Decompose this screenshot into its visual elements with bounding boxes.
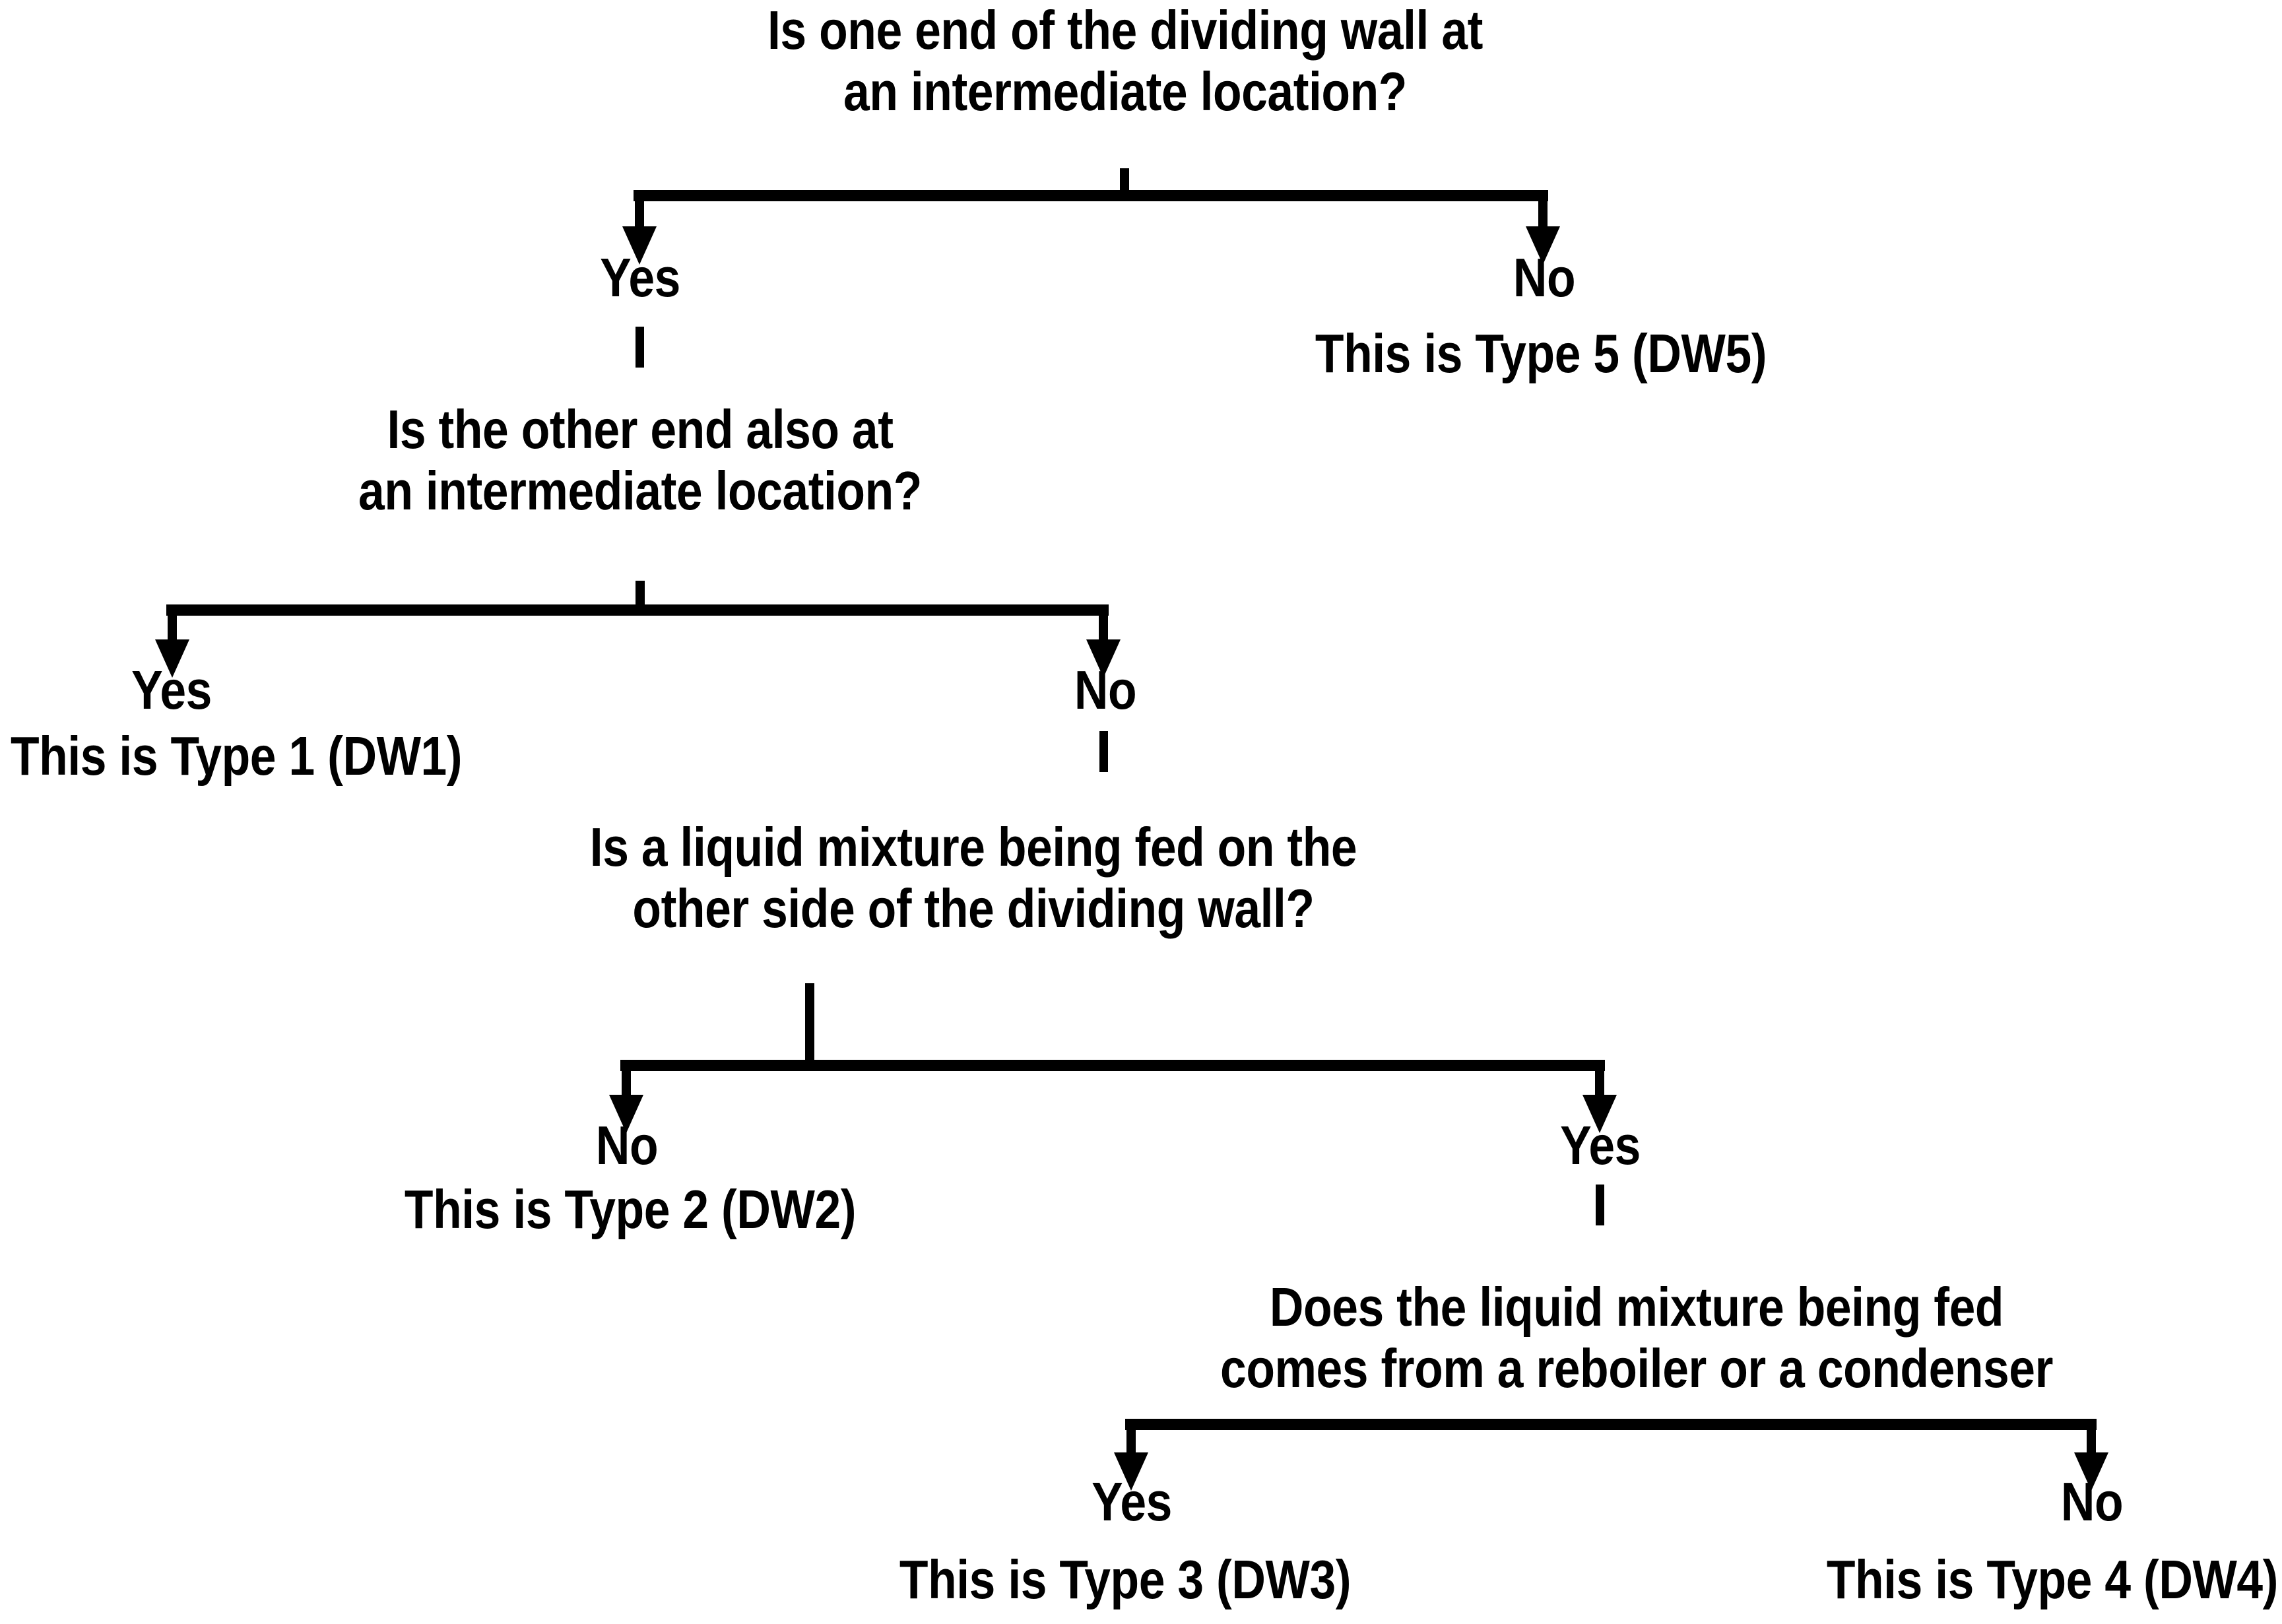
connector-q1-bar — [634, 190, 1548, 201]
connector-q1-yes-stub — [636, 327, 644, 368]
connector-q2-stem — [636, 581, 645, 608]
outcome-dw2: This is Type 2 (DW2) — [404, 1179, 857, 1240]
branch-label-q2-no: No — [1074, 659, 1137, 721]
connector-q3-leg-yes — [1595, 1060, 1604, 1099]
arrowhead-q3-yes — [1582, 1095, 1617, 1133]
arrowhead-q1-yes — [622, 226, 657, 265]
outcome-dw4: This is Type 4 (DW4) — [1826, 1549, 2279, 1610]
connector-q3-bar — [620, 1060, 1605, 1071]
question-3-line-2: other side of the dividing wall? — [632, 877, 1315, 939]
arrowhead-q4-yes — [1114, 1452, 1148, 1491]
branch-label-q4-yes: Yes — [1092, 1471, 1172, 1532]
connector-q1-leg-no — [1538, 190, 1548, 231]
branch-label-q4-no: No — [2060, 1471, 2124, 1532]
outcome-dw3: This is Type 3 (DW3) — [899, 1549, 1352, 1610]
question-1-line-1: Is one end of the dividing wall at — [767, 0, 1483, 61]
branch-label-q3-yes: Yes — [1560, 1115, 1641, 1176]
branch-label-q3-no: No — [595, 1115, 659, 1176]
connector-q4-leg-yes — [1126, 1419, 1136, 1457]
arrowhead-q1-no — [1526, 226, 1560, 265]
outcome-dw1: This is Type 1 (DW1) — [11, 725, 463, 787]
question-1-line-2: an intermediate location? — [843, 60, 1407, 122]
question-3-line-1: Is a liquid mixture being fed on the — [589, 816, 1357, 878]
arrowhead-q2-yes — [155, 639, 189, 678]
connector-q3-stem — [805, 983, 814, 1064]
question-3: Is a liquid mixture being fed on the oth… — [389, 816, 1557, 940]
connector-q2-leg-yes — [168, 604, 177, 644]
branch-label-q1-no: No — [1513, 247, 1576, 308]
arrowhead-q3-no — [609, 1095, 643, 1133]
connector-q1-leg-yes — [635, 190, 644, 231]
arrowhead-q4-no — [2074, 1452, 2108, 1491]
connector-q2-no-stub — [1099, 731, 1108, 772]
question-2-line-2: an intermediate location? — [358, 459, 922, 521]
connector-q2-bar — [166, 604, 1109, 616]
question-4-line-1: Does the liquid mixture being fed — [1269, 1276, 2004, 1338]
branch-label-q2-yes: Yes — [131, 659, 212, 721]
connector-q3-leg-no — [622, 1060, 631, 1099]
connector-q4-bar — [1125, 1419, 2097, 1430]
branch-label-q1-yes: Yes — [600, 247, 680, 308]
question-4-line-2: comes from a reboiler or a condenser — [1220, 1337, 2053, 1399]
outcome-dw5: This is Type 5 (DW5) — [1315, 323, 1767, 384]
arrowhead-q2-no — [1086, 639, 1121, 678]
question-2-line-1: Is the other end also at — [387, 399, 894, 460]
question-4: Does the liquid mixture being fed comes … — [1076, 1276, 2198, 1400]
question-1: Is one end of the dividing wall at an in… — [370, 0, 1881, 123]
connector-q3-yes-stub — [1596, 1185, 1604, 1225]
question-2: Is the other end also at an intermediate… — [198, 399, 1082, 522]
connector-q2-leg-no — [1099, 604, 1108, 644]
connector-q4-leg-no — [2087, 1419, 2096, 1457]
